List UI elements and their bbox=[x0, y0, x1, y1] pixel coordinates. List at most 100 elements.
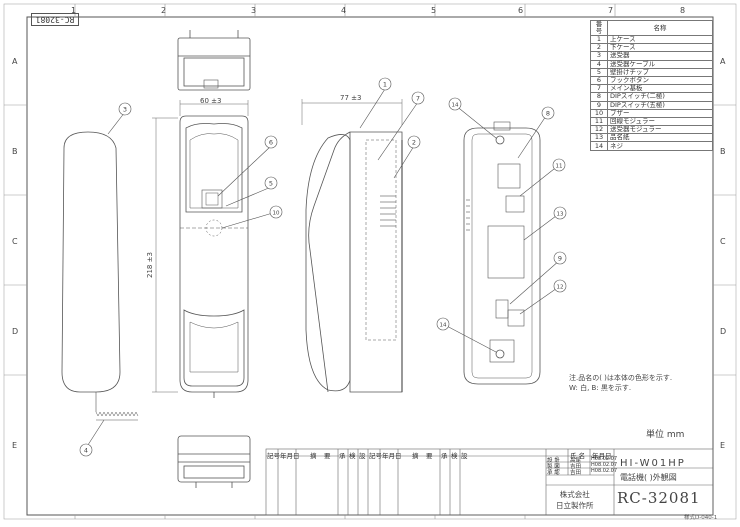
part-name: ネジ bbox=[607, 141, 713, 151]
grid-row-d-left: D bbox=[12, 327, 18, 336]
grid-col-7: 7 bbox=[608, 6, 613, 15]
balloon-9: 9 bbox=[558, 255, 562, 263]
sig-role: 製 図 bbox=[547, 464, 560, 470]
grid-col-1: 1 bbox=[71, 6, 76, 15]
sig-name: 吉田 bbox=[570, 464, 582, 470]
grid-row-b-left: B bbox=[12, 147, 18, 156]
front-view bbox=[179, 115, 249, 398]
balloon-11: 11 bbox=[556, 164, 563, 170]
height-dimension: 218 ±3 bbox=[146, 252, 154, 278]
color-note-line-1: 注.品名の( )は本体の色形を示す. bbox=[569, 374, 673, 382]
balloon-2: 2 bbox=[412, 139, 416, 147]
grid-row-a-left: A bbox=[12, 57, 18, 66]
balloon-5: 5 bbox=[269, 180, 273, 188]
width-dimension: 60 ±3 bbox=[200, 97, 221, 105]
sig-date-header: 年月日 bbox=[592, 452, 612, 460]
rev-checker-header: 検 bbox=[349, 452, 356, 460]
rev-content-header: 摘 bbox=[310, 452, 317, 460]
part-no: 9 bbox=[590, 100, 608, 110]
parts-header-no: 番号 bbox=[590, 20, 608, 36]
rev-checker-header-2: 検 bbox=[451, 452, 458, 460]
balloon-7: 7 bbox=[416, 95, 420, 103]
grid-row-c-left: C bbox=[12, 237, 18, 246]
side-view bbox=[305, 131, 403, 393]
company-name: 株式会社 日立製作所 bbox=[556, 489, 594, 511]
rev-approver-header: 承 bbox=[339, 452, 346, 460]
drawing-title: 電話機( )外観図 bbox=[620, 473, 677, 482]
sig-name: 吉田 bbox=[570, 470, 582, 476]
rev-date-header: 年月日 bbox=[280, 452, 300, 460]
rev-mark-header-2: 記号 bbox=[369, 452, 382, 460]
part-name: DIPスイッチ(五極) bbox=[607, 100, 713, 110]
rev-designer-header: 設 bbox=[359, 452, 366, 460]
rear-view bbox=[463, 121, 541, 385]
bottom-view bbox=[177, 435, 251, 488]
sig-name-header: 氏 名 bbox=[570, 452, 586, 460]
grid-col-3: 3 bbox=[251, 6, 256, 15]
rev-mark-header: 記号 bbox=[267, 452, 280, 460]
balloon-13: 13 bbox=[557, 212, 564, 218]
part-no: 13 bbox=[590, 133, 608, 143]
form-number: 様式D-040-1 bbox=[684, 515, 718, 521]
color-note-line-2: W: 白, B: 黒を示す. bbox=[569, 384, 632, 392]
rev-designer-header-2: 設 bbox=[461, 452, 468, 460]
grid-row-c-right: C bbox=[720, 237, 726, 246]
top-view bbox=[177, 30, 251, 91]
color-note: 注.品名の( )は本体の色形を示す. W: 白, B: 黒を示す. bbox=[569, 373, 672, 393]
balloon-14-bottom: 14 bbox=[440, 323, 447, 329]
drawing-number-stamp: RC-32081 bbox=[31, 13, 79, 26]
grid-col-6: 6 bbox=[518, 6, 523, 15]
unit-label: 単位 mm bbox=[646, 430, 685, 440]
rev-approver-header-2: 承 bbox=[441, 452, 448, 460]
grid-row-d-right: D bbox=[720, 327, 726, 336]
grid-col-5: 5 bbox=[431, 6, 436, 15]
part-no: 3 bbox=[590, 51, 608, 61]
rev-content2-header-2: 要 bbox=[426, 452, 433, 460]
grid-col-2: 2 bbox=[161, 6, 166, 15]
sig-name: 高尾 bbox=[570, 458, 582, 464]
parts-list-header: 番号 名称 bbox=[590, 20, 713, 36]
part-name: 送受器 bbox=[607, 51, 713, 61]
balloon-4: 4 bbox=[84, 447, 88, 455]
rev-date-header-2: 年月日 bbox=[382, 452, 402, 460]
balloon-3: 3 bbox=[123, 106, 127, 114]
balloon-14-top: 14 bbox=[452, 103, 459, 109]
model-number: HI-W01HP bbox=[620, 458, 686, 469]
depth-dimension: 77 ±3 bbox=[340, 94, 361, 102]
sig-date: H08.02.07 bbox=[591, 462, 618, 468]
rev-content-header-2: 摘 bbox=[412, 452, 419, 460]
balloon-12: 12 bbox=[557, 285, 564, 291]
grid-col-4: 4 bbox=[341, 6, 346, 15]
handset-view bbox=[61, 131, 139, 421]
part-no: 14 bbox=[590, 141, 608, 151]
part-name: DIPスイッチ(二極) bbox=[607, 92, 713, 102]
grid-row-a-right: A bbox=[720, 57, 726, 66]
balloon-1: 1 bbox=[383, 81, 387, 89]
sig-role: 設 計 bbox=[547, 458, 560, 464]
balloon-6: 6 bbox=[269, 139, 273, 147]
grid-row-e-left: E bbox=[12, 441, 17, 450]
part-no: 8 bbox=[590, 92, 608, 102]
sig-date: H08.02.07 bbox=[591, 468, 618, 474]
balloon-10: 10 bbox=[273, 211, 280, 217]
grid-row-e-right: E bbox=[720, 441, 725, 450]
company-line-2: 日立製作所 bbox=[556, 501, 594, 510]
parts-header-name: 名称 bbox=[607, 20, 713, 36]
sig-date: H08.02.07 bbox=[591, 456, 618, 462]
grid-col-8: 8 bbox=[680, 6, 685, 15]
part-name: 品名紙 bbox=[607, 133, 713, 143]
drawing-number: RC-32081 bbox=[617, 489, 701, 507]
grid-row-b-right: B bbox=[720, 147, 726, 156]
